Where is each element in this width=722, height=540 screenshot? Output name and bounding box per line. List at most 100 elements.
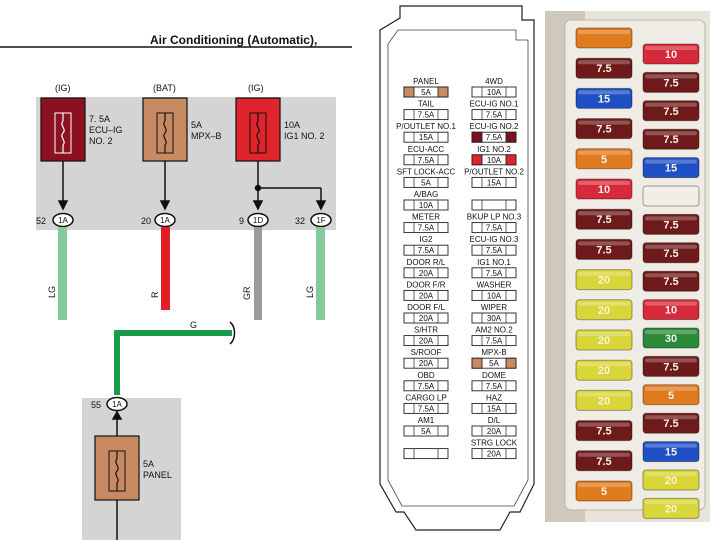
pin-number: 52 (36, 216, 46, 226)
photo-fuse-shine (645, 415, 697, 420)
fuse-slot-value: 7.5A (418, 246, 435, 255)
fuse-slot-value: 7.5A (418, 156, 435, 165)
photo-fuse-label: 15 (665, 447, 677, 459)
photo-fuse-body (642, 270, 700, 292)
photo-fuse-label: 10 (598, 184, 610, 196)
photo-fuse-left: 15 (575, 87, 633, 109)
photo-fuse-body (642, 242, 700, 264)
fuse-slot-label: WASHER (477, 280, 512, 289)
fuse-slot-value: 20A (419, 314, 434, 323)
photo-fuse-label: 5 (601, 486, 607, 498)
photo-fuse-body (642, 128, 700, 150)
photo-fuse-body (575, 389, 633, 411)
fuse-slot-highlight-left (471, 154, 483, 166)
fuse-slot-label: TAIL (418, 100, 435, 109)
photo-fuse-label: 20 (665, 475, 677, 487)
photo-fuse-left: 7.5 (575, 118, 633, 140)
wire-color-lg: LG (47, 286, 57, 298)
photo-fuse-body (642, 43, 700, 65)
photo-fuse-label: 7.5 (596, 124, 611, 136)
fuse-slot-label: STRG LOCK (471, 439, 518, 448)
fuse-slot-box (471, 109, 517, 121)
fuse-rating: 7. 5A (89, 114, 110, 124)
photo-fuse-body (575, 118, 633, 140)
photo-fuse-body (642, 100, 700, 122)
fuse-slot-box (471, 176, 517, 188)
fuse-slot-label: SFT LOCK-ACC (397, 167, 456, 176)
fuse-slot-label: PANEL (413, 77, 439, 86)
fuse-slot-box (471, 312, 517, 324)
fuse-slot-label: DOOR F/R (406, 280, 445, 289)
fuse-panel: 5A PANEL (94, 435, 172, 501)
photo-fuse-shine (578, 271, 630, 276)
photo-fuse-shine (578, 150, 630, 155)
wire-color-g: G (190, 320, 197, 330)
photo-fuse-left: 20 (575, 269, 633, 291)
fuse-slot-value: 5A (421, 427, 431, 436)
photo-fuse-body (575, 178, 633, 200)
fuse-slot-label: S/HTR (414, 326, 438, 335)
fuse-slot-right: ECU-IG NO.27.5A (470, 122, 519, 143)
photo-fuse-label: 7.5 (596, 214, 611, 226)
fuse-slot-right: WIPER 30A (471, 303, 517, 324)
fuse-slot-highlight-right (505, 131, 517, 143)
fuse-name: PANEL (143, 470, 172, 480)
fuse-slot-box (471, 289, 517, 301)
fuse-slot-box (471, 425, 517, 437)
photo-fuse-left: 5 (575, 148, 633, 170)
photo-fuse-right: 15 (642, 441, 700, 463)
fuse-slot-label: IG2 (420, 235, 433, 244)
fuse-slot-value: 7.5A (486, 224, 503, 233)
photo-fuse-label: 7.5 (663, 418, 678, 430)
fuse-output-lines (57, 161, 327, 211)
fuse-slot-value: 10A (487, 156, 502, 165)
fuse-source-label: (IG) (248, 83, 264, 93)
photo-fuse-shine (645, 102, 697, 107)
photo-fuse-label: 15 (598, 93, 610, 105)
photo-fuse-shine (578, 241, 630, 246)
fuse-slot-highlight-right (437, 86, 449, 98)
photo-fuse-left: 5 (575, 480, 633, 502)
connector-code: 1A (112, 400, 122, 409)
photo-fuse-body (642, 355, 700, 377)
fuse-rating: 10A (284, 120, 300, 130)
photo-fuse-body (642, 71, 700, 93)
photo-fuse-body (642, 469, 700, 491)
photo-fuse-body (642, 412, 700, 434)
fuse-slot-box (471, 335, 517, 347)
fuse-slot-value: 30A (487, 314, 502, 323)
fuse-source-label: (BAT) (153, 83, 176, 93)
fuse-slot-box (403, 380, 449, 392)
fuse-slot-value: 7.5A (486, 269, 503, 278)
photo-fuse-label: 7.5 (663, 361, 678, 373)
fuse-slot-box (403, 312, 449, 324)
fuse-slot-label: ECU-IG NO.2 (470, 122, 519, 131)
photo-fuse-body (642, 497, 700, 519)
photo-fuse-shine (578, 392, 630, 397)
fuse-ig1-no2: (IG) 10A IG1 NO. 2 (235, 83, 325, 162)
photo-fuse-left: 7.5 (575, 420, 633, 442)
wire-gr (254, 227, 262, 320)
fuse-slot-label: CARGO LP (405, 393, 446, 402)
fuse-slot-left: IG2 7.5A (403, 235, 449, 256)
connector-code: 1D (253, 216, 263, 225)
fuse-rating: 5A (191, 120, 202, 130)
wire-g (114, 330, 232, 395)
photo-fuse-shine (645, 500, 697, 505)
fuse-slot-box (403, 448, 449, 460)
fuse-slot-box (471, 86, 517, 98)
fuse-slot-label: WIPER (481, 303, 507, 312)
fuse-slot-value: 5A (421, 178, 431, 187)
photo-fuse-label: 7.5 (663, 106, 678, 118)
photo-fuse-shine (645, 74, 697, 79)
photo-fuse-label: 7.5 (596, 456, 611, 468)
photo-fuse-label: 7.5 (663, 276, 678, 288)
photo-fuse-shine (645, 472, 697, 476)
photo-fuse-right: 7.5 (642, 270, 700, 292)
photo-fuse-right: 7.5 (642, 213, 700, 235)
